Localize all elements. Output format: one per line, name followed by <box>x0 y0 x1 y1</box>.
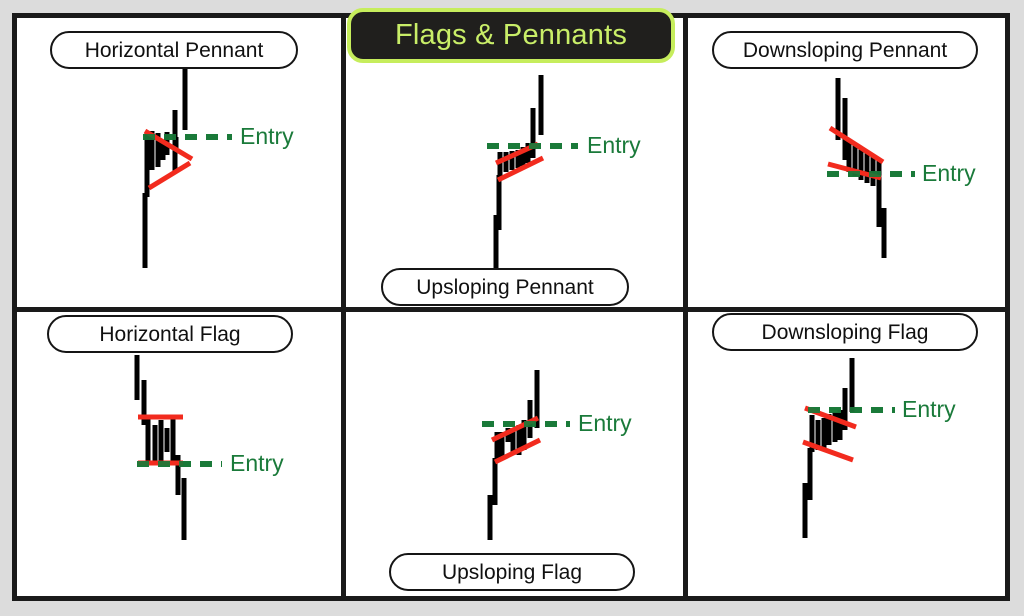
pill-downsloping-pennant: Downsloping Pennant <box>712 31 978 69</box>
pill-label-text: Upsloping Pennant <box>416 275 594 299</box>
entry-text: Entry <box>587 132 641 158</box>
entry-text: Entry <box>922 160 976 186</box>
pill-label-text: Horizontal Flag <box>99 322 241 346</box>
pill-upsloping-pennant: Upsloping Pennant <box>381 268 629 306</box>
pill-label-text: Horizontal Pennant <box>84 38 264 62</box>
entry-text: Entry <box>578 410 632 436</box>
pill-horizontal-flag: Horizontal Flag <box>47 315 293 353</box>
entry-label-downsloping-flag: Entry <box>902 398 956 421</box>
panel-grid-frame <box>12 13 1010 601</box>
pill-upsloping-flag: Upsloping Flag <box>389 553 635 591</box>
title-badge: Flags & Pennants <box>347 8 675 63</box>
entry-text: Entry <box>240 123 294 149</box>
entry-label-horizontal-flag: Entry <box>230 452 284 475</box>
grid-divider-horizontal <box>17 307 1005 312</box>
entry-text: Entry <box>902 396 956 422</box>
page-title: Flags & Pennants <box>394 19 628 51</box>
entry-label-upsloping-flag: Entry <box>578 412 632 435</box>
pill-label-text: Upsloping Flag <box>441 560 583 584</box>
pill-label-text: Downsloping Flag <box>761 320 929 344</box>
pill-horizontal-pennant: Horizontal Pennant <box>50 31 298 69</box>
pill-label-text: Downsloping Pennant <box>742 38 948 62</box>
entry-label-horizontal-pennant: Entry <box>240 125 294 148</box>
entry-label-upsloping-pennant: Entry <box>587 134 641 157</box>
pill-downsloping-flag: Downsloping Flag <box>712 313 978 351</box>
entry-label-downsloping-pennant: Entry <box>922 162 976 185</box>
entry-text: Entry <box>230 450 284 476</box>
